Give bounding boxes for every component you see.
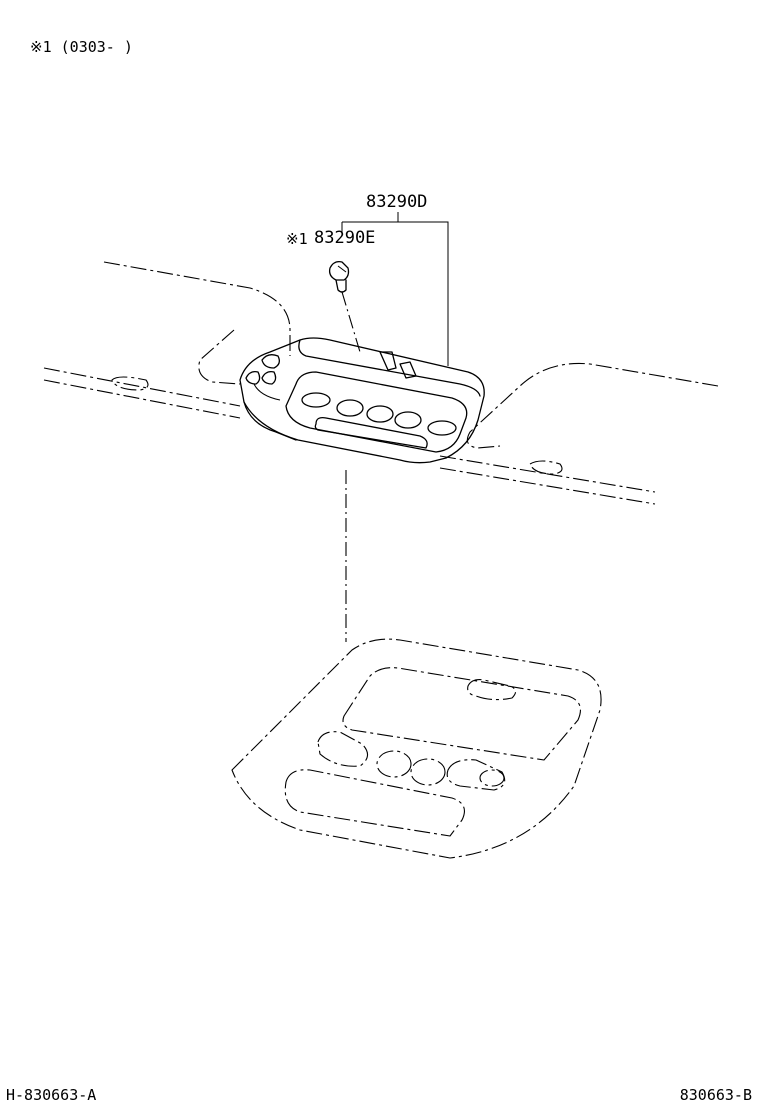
bulb-install-line [341, 291, 361, 353]
callout-83290D: 83290D [366, 192, 427, 212]
map-lamp-assembly [239, 337, 485, 464]
callout-bulb-mark: ※1 [286, 230, 308, 248]
callout-83290E: 83290E [314, 228, 375, 248]
console-bezel [231, 638, 602, 859]
roof-headliner [43, 261, 719, 505]
leader-lines [341, 212, 449, 366]
footer-code-left: H-830663-A [6, 1086, 96, 1104]
range-note: ※1 (0303- ) [30, 38, 133, 56]
footer-code-right: 830663-B [680, 1086, 752, 1104]
bulb-part [328, 260, 350, 293]
